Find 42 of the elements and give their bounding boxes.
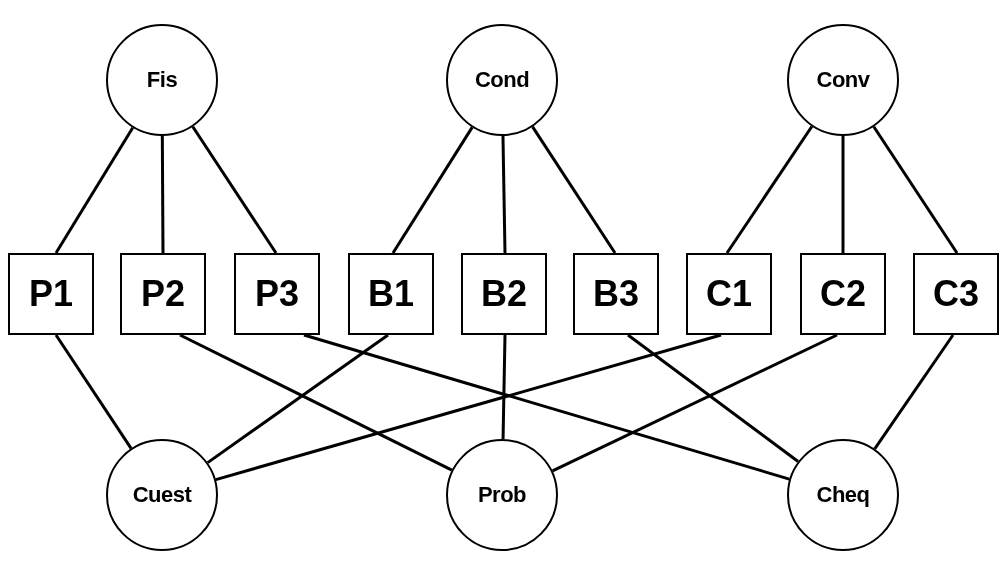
- connector-line: [160, 136, 165, 253]
- connector-line: [841, 136, 845, 253]
- square-node: [234, 253, 320, 335]
- node-label: C2: [820, 273, 866, 315]
- connector-line: [179, 333, 453, 472]
- square-node: [120, 253, 206, 335]
- node-label: Fis: [146, 67, 178, 93]
- node-label: C3: [933, 273, 979, 315]
- node-label: Prob: [477, 482, 527, 508]
- connector-line: [54, 334, 133, 450]
- connector-line: [206, 333, 389, 464]
- node-label: P2: [140, 273, 185, 315]
- connector-line: [551, 333, 838, 473]
- square-node: [686, 253, 772, 335]
- square-node: [8, 253, 94, 335]
- connector-line: [501, 334, 507, 440]
- node-label: Cheq: [816, 482, 870, 508]
- connector-line: [215, 333, 722, 482]
- node-label: Cuest: [132, 482, 192, 508]
- connector-line: [725, 125, 814, 254]
- square-node: [913, 253, 999, 335]
- square-node: [461, 253, 547, 335]
- connector-line: [873, 334, 955, 450]
- connector-line: [191, 125, 278, 254]
- node-label: B3: [593, 273, 639, 315]
- node-label: Conv: [816, 67, 870, 93]
- node-label: P1: [28, 273, 73, 315]
- square-node: [348, 253, 434, 335]
- connector-line: [54, 126, 135, 254]
- connector-line: [531, 126, 617, 254]
- square-node: [573, 253, 659, 335]
- node-label: Cond: [474, 67, 530, 93]
- connector-line: [501, 135, 507, 254]
- connector-line: [872, 125, 959, 254]
- node-label: C1: [706, 273, 752, 315]
- node-label: B2: [481, 273, 527, 315]
- connector-line: [627, 333, 799, 463]
- node-label: B1: [368, 273, 414, 315]
- connector-line: [391, 126, 474, 254]
- node-label: P3: [254, 273, 299, 315]
- square-node: [800, 253, 886, 335]
- connector-line: [303, 333, 790, 481]
